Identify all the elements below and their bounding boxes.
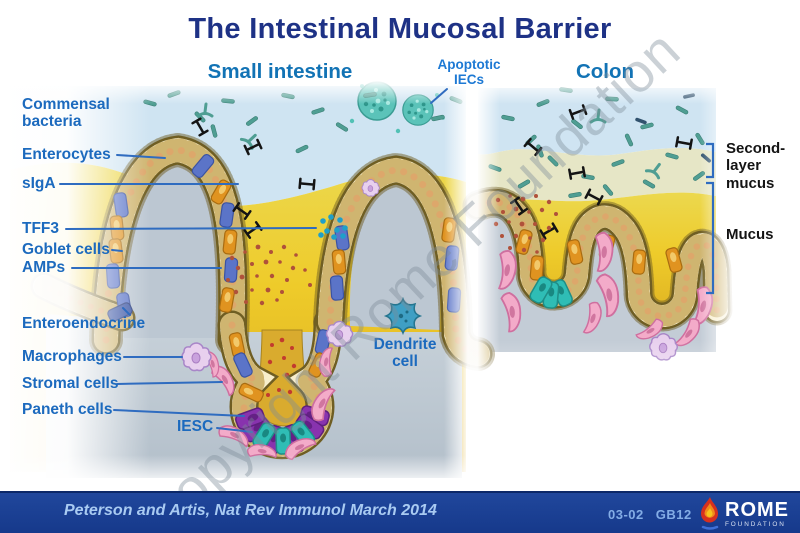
label-dendrite-cell: Dendrite cell [373, 336, 437, 371]
label-stromal-cells: Stromal cells [22, 375, 119, 392]
rome-foundation-logo: ROME FOUNDATION [698, 496, 789, 532]
leader-stromal-cells [116, 381, 223, 385]
amp-dots [226, 244, 312, 306]
label-commensal-bacteria: Commensal bacteria [22, 96, 110, 130]
citation-text: Peterson and Artis, Nat Rev Immunol Marc… [64, 502, 437, 519]
slide-number: 03-02 [608, 507, 644, 522]
label-mucus: Mucus [726, 226, 774, 243]
label-apoptotic-iecs: Apoptotic IECs [437, 57, 501, 87]
logo-wordmark: ROME FOUNDATION [725, 500, 789, 528]
second-layer-mucus-bracket [706, 142, 715, 179]
deck-code: GB12 [655, 507, 692, 522]
soft-fades [0, 80, 800, 492]
label-amps: AMPs [22, 259, 66, 276]
slide-codes: 03-02 GB12 [608, 507, 704, 522]
page-title: The Intestinal Mucosal Barrier [188, 13, 612, 45]
leader-enterocytes [116, 154, 166, 159]
label-enteroendocrine: Enteroendocrine [22, 315, 146, 332]
logo-subtitle: FOUNDATION [725, 520, 786, 528]
leader-lines [59, 88, 448, 433]
tff3-dots [318, 214, 348, 240]
flame-icon [701, 497, 719, 530]
section-label-colon: Colon [575, 60, 635, 83]
label-iesc: IESC [177, 418, 214, 435]
leader-tff3 [65, 227, 317, 230]
label-goblet-cells: Goblet cells [22, 241, 110, 258]
section-label-small-intestine: Small intestine [207, 60, 353, 83]
label-siga: sIgA [22, 175, 56, 192]
logo-name: ROME [725, 498, 789, 521]
label-second-layer-mucus: Second-layer mucus [726, 140, 786, 192]
mucus-bracket [706, 181, 715, 295]
footer-bar: Peterson and Artis, Nat Rev Immunol Marc… [0, 491, 800, 533]
dendritic-cell-icon [385, 298, 421, 334]
leader-apoptotic-iecs [430, 88, 448, 104]
label-enterocytes: Enterocytes [22, 146, 111, 163]
leader-paneth-cells [113, 409, 245, 417]
leader-goblet-cells [111, 249, 123, 252]
label-tff3: TFF3 [22, 220, 60, 237]
leader-enteroendocrine [122, 307, 131, 316]
label-macrophages: Macrophages [22, 348, 122, 365]
mucus-brackets [706, 142, 715, 295]
second-layer-mucus-band [478, 148, 716, 202]
label-paneth-cells: Paneth cells [22, 401, 113, 418]
leader-iesc [216, 427, 253, 433]
